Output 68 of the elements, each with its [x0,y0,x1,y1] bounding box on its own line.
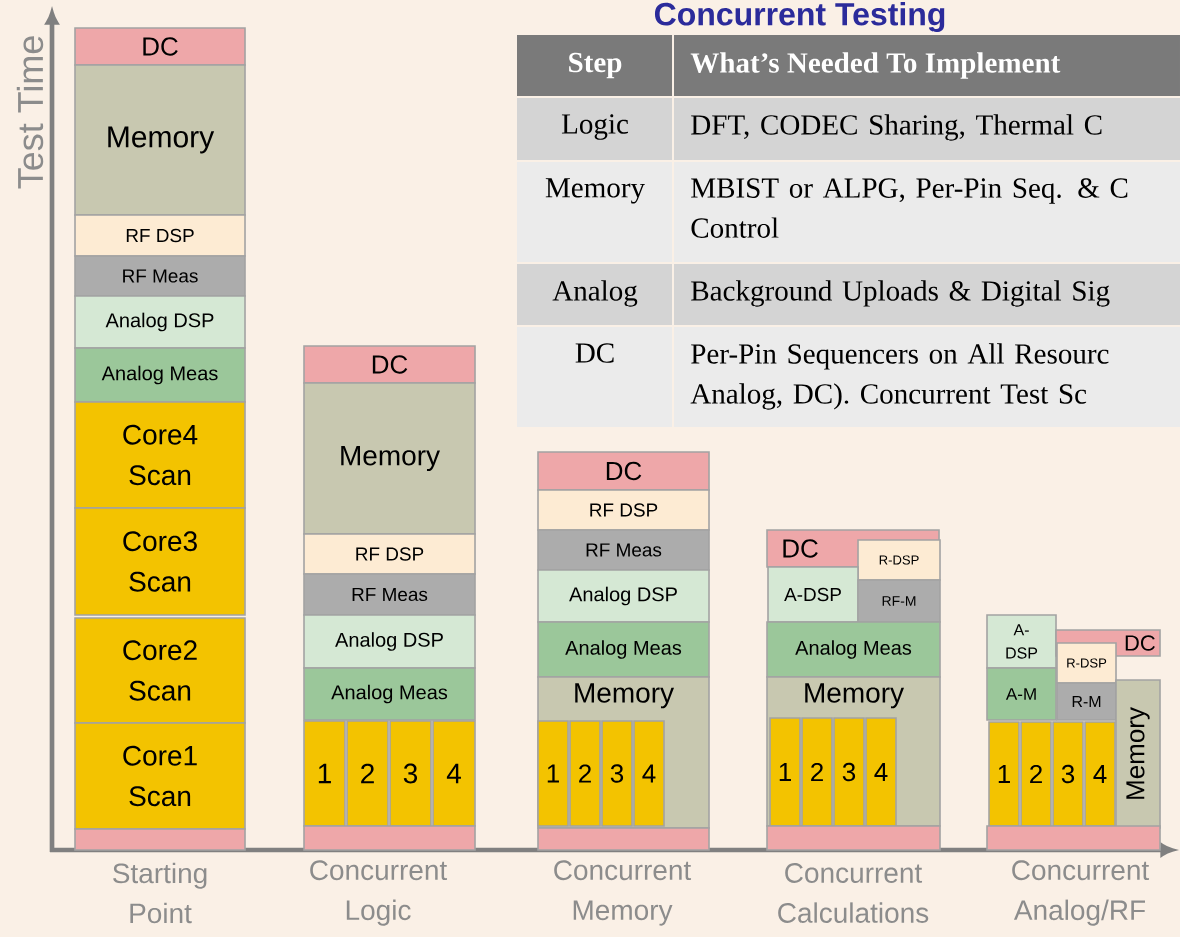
test-block: Core3 Scan [74,507,246,616]
base-bar [537,827,710,851]
test-block: Analog Meas [537,621,710,678]
axis-title: Test Time [16,36,44,189]
test-block: 3 [601,720,633,827]
table-header-cell: What’s Needed To Implement [674,35,1180,96]
table-header-cell: Step [517,35,672,96]
test-block: Memory [74,64,246,216]
test-block: 2 [346,720,389,827]
test-block: 4 [633,720,665,827]
table-cell: Background Uploads & Digital Sig [674,264,1180,325]
test-block: DC [303,345,476,384]
test-block: 3 [833,717,865,827]
test-block: R-DSP [857,539,941,581]
column-label: Starting Point [113,862,207,924]
test-block: A-DSP [767,566,859,623]
base-bar [766,825,941,851]
table-cell: DC [517,327,672,427]
test-block: 1 [537,720,569,827]
test-block: Analog Meas [303,667,476,721]
test-block: Memory [1115,679,1161,829]
test-block: Memory [303,382,476,535]
test-block: Core4 Scan [74,401,246,509]
test-block: Analog Meas [766,621,941,678]
test-block: 2 [1020,721,1052,827]
test-block: 4 [865,717,897,827]
test-block: R-M [1056,682,1117,721]
table-cell: DFT, CODEC Sharing, Thermal C [674,98,1180,160]
test-block: 4 [1084,721,1116,827]
test-block: RF DSP [303,533,476,575]
test-block: DC [74,27,246,66]
test-block: RF Meas [537,529,710,571]
base-bar [986,825,1161,851]
table-cell: Logic [517,98,672,160]
test-block: 4 [432,720,476,827]
test-block: R-DSP [1056,642,1117,684]
test-block: Analog DSP [303,614,476,669]
base-bar [303,825,476,851]
test-block: 1 [769,717,801,827]
test-block: RF Meas [303,573,476,616]
test-block: Core1 Scan [74,722,246,830]
table-cell: Per-Pin Sequencers on All Resourc Analog, DC). Concurrent Test Sc [674,327,1180,427]
test-block: A-M [986,667,1057,721]
test-block: DC [537,451,710,491]
test-block: 2 [801,717,833,827]
table-cell: Analog [517,264,672,325]
test-block: RF DSP [74,214,246,257]
test-block: A-DSP [986,614,1057,669]
base-bar [74,828,246,851]
column-label: Concurrent Logic [310,860,448,926]
test-block: RF Meas [74,255,246,297]
test-block: 1 [988,721,1020,827]
test-block: RF DSP [537,489,710,531]
test-block: 1 [303,720,346,827]
slide-title: Concurrent Testing [654,2,945,32]
test-block: Core2 Scan [74,617,246,724]
column-label: Concurrent Calculations [778,863,929,923]
test-block: Analog Meas [74,347,246,403]
column-label: Concurrent Memory [554,860,692,926]
table-cell: MBIST or ALPG, Per-Pin Seq. & C Control [674,162,1180,262]
test-block: 3 [389,720,432,827]
test-block: RF-M [857,579,941,623]
test-block: 3 [1052,721,1084,827]
column-label: Concurrent Analog/RF [1012,860,1150,926]
table-cell: Memory [517,162,672,262]
test-block: Analog DSP [74,295,246,349]
test-block: Analog DSP [537,569,710,623]
test-block: 2 [569,720,601,827]
